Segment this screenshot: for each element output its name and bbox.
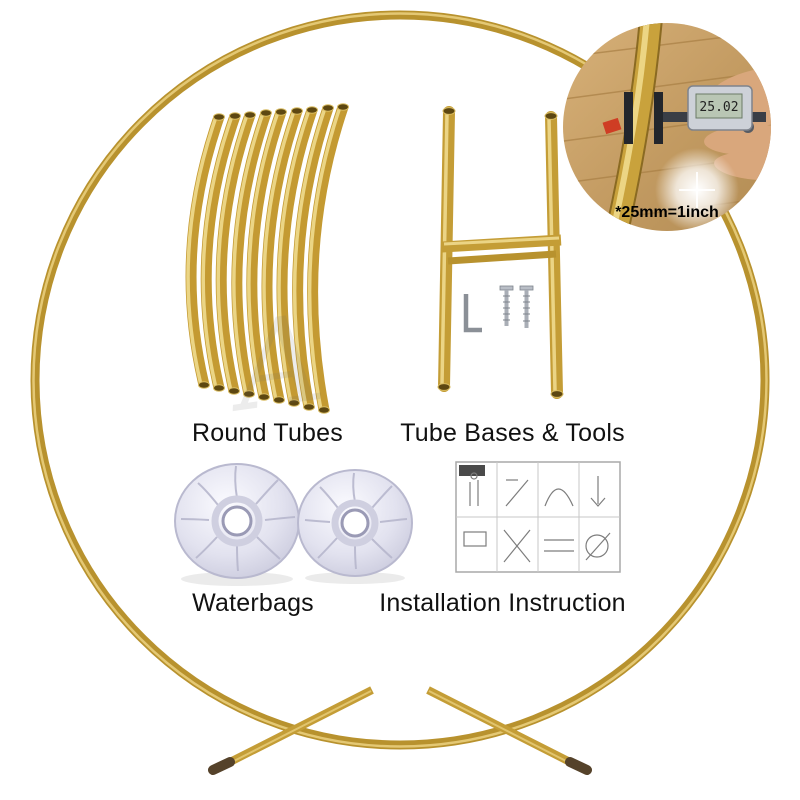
- round-tube: [246, 110, 287, 399]
- round-tubes-bundle: [185, 103, 349, 414]
- measurement-inset-photo: 25.02 *25mm=1inch: [563, 23, 771, 231]
- allen-key: [463, 294, 482, 333]
- tube-base: [437, 106, 564, 399]
- caliper-reading: 25.02: [699, 100, 738, 115]
- tube-end-caps: [198, 103, 349, 414]
- waterbag: [297, 469, 413, 577]
- leg-foot: [208, 757, 235, 775]
- screw: [519, 285, 534, 328]
- round-tube: [276, 108, 318, 405]
- tube-highlights: [186, 106, 342, 411]
- arch-legs: [208, 686, 592, 775]
- round-tube: [185, 115, 225, 387]
- caliper-jaw: [654, 92, 663, 144]
- round-tube: [261, 109, 303, 402]
- instruction-sheet: [455, 461, 621, 573]
- round-tube: [307, 105, 349, 412]
- round-tube: [292, 106, 334, 409]
- caliper-jaw: [624, 92, 633, 144]
- caliper: 25.02: [602, 85, 766, 144]
- waterbag: [174, 463, 300, 579]
- round-tube: [231, 111, 272, 396]
- leg-foot: [565, 757, 592, 775]
- round-tube: [215, 113, 256, 393]
- circle-arch-frame: [30, 10, 770, 775]
- instruction-badge: [459, 465, 485, 476]
- waterbags-group: [174, 463, 413, 586]
- waterbag-fill-hole: [221, 505, 253, 537]
- assembly-tools: [463, 285, 534, 333]
- label-tube-bases-tools: Tube Bases & Tools: [400, 419, 625, 447]
- instruction-diagrams: [463, 472, 611, 563]
- base-end-caps: [437, 107, 564, 398]
- caliper-red-part: [602, 117, 622, 135]
- label-round-tubes: Round Tubes: [192, 419, 343, 447]
- round-tube: [200, 114, 241, 390]
- arch-ring: [30, 10, 770, 750]
- screw: [499, 285, 514, 326]
- label-installation-instruction: Installation Instruction: [379, 589, 626, 617]
- waterbag-fill-hole: [340, 508, 370, 538]
- caliper-lcd: [695, 93, 743, 119]
- crossbar: [441, 234, 562, 253]
- crossbar-lower: [447, 250, 557, 265]
- inset-note: *25mm=1inch: [615, 204, 719, 221]
- label-waterbags: Waterbags: [192, 589, 314, 617]
